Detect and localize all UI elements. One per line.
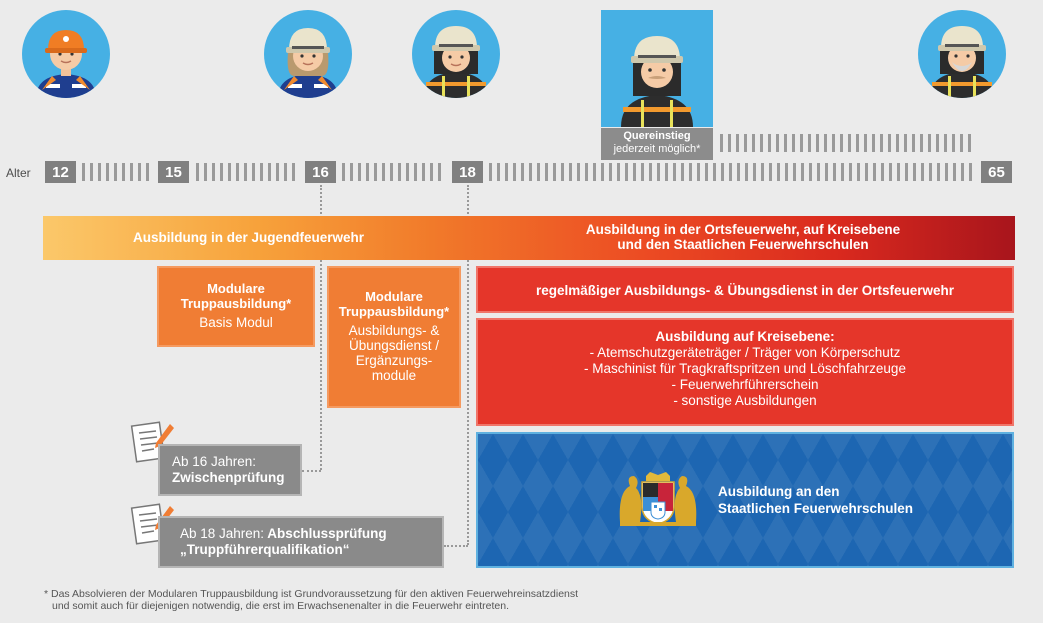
band-local-label: Ausbildung in der Ortsfeuerwehr, auf Kre… bbox=[543, 222, 943, 252]
age-marker-18: 18 bbox=[452, 161, 483, 183]
district-training-box: Ausbildung auf Kreisebene: - Atemschutzg… bbox=[476, 318, 1014, 426]
connector-16-exam bbox=[302, 470, 321, 472]
final-exam-title: Abschlussprüfung bbox=[264, 526, 387, 541]
final-exam-box: Ab 18 Jahren: Abschlussprüfung „Truppfüh… bbox=[158, 516, 444, 568]
footnote-line2: und somit auch für diejenigen notwendig,… bbox=[52, 600, 510, 612]
band-local-line2: und den Staatlichen Feuerwehrschulen bbox=[617, 237, 869, 252]
state-school-line1: Ausbildung an den bbox=[718, 484, 840, 499]
band-youth-label: Ausbildung in der Jugendfeuerwehr bbox=[133, 230, 365, 245]
lateral-entry-title: Quereinstieg bbox=[623, 130, 691, 142]
timeline-ticks-upper bbox=[720, 134, 976, 152]
youth-firefighter-avatar bbox=[264, 10, 352, 98]
module-ext-sub-4: module bbox=[371, 368, 417, 383]
interim-exam-line1: Ab 16 Jahren: bbox=[172, 454, 257, 469]
state-school-label: Ausbildung an den Staatlichen Feuerwehrs… bbox=[718, 483, 913, 517]
age-marker-15: 15 bbox=[158, 161, 189, 183]
age-marker-12: 12 bbox=[45, 161, 76, 183]
state-school-box: Ausbildung an den Staatlichen Feuerwehrs… bbox=[476, 432, 1014, 568]
district-item: - Atemschutzgeräteträger / Träger von Kö… bbox=[589, 345, 901, 360]
child-firefighter-avatar bbox=[22, 10, 110, 98]
district-training-title: Ausbildung auf Kreisebene: bbox=[655, 329, 835, 344]
state-school-line2: Staatlichen Feuerwehrschulen bbox=[718, 501, 914, 516]
footnote-line1: * Das Absolvieren der Modularen Truppaus… bbox=[44, 588, 579, 600]
regular-training-label: regelmäßiger Ausbildungs- & Übungsdienst… bbox=[535, 283, 955, 298]
timeline-ticks-18-65 bbox=[489, 163, 976, 181]
age-marker-16: 16 bbox=[305, 161, 336, 183]
module-basic-subtitle: Basis Modul bbox=[199, 315, 273, 330]
module-basic-title2: Truppausbildung* bbox=[180, 296, 292, 311]
connector-16 bbox=[320, 185, 322, 470]
age-axis-label: Alter bbox=[6, 166, 31, 180]
module-ext-sub-2: Übungsdienst / bbox=[348, 338, 440, 353]
training-band: Ausbildung in der Jugendfeuerwehr Ausbil… bbox=[43, 216, 1015, 260]
final-exam-line2: „Truppführerqualifikation“ bbox=[180, 542, 350, 557]
timeline-ticks-15-16 bbox=[196, 163, 300, 181]
district-item: - Feuerwehrführerschein bbox=[671, 377, 819, 392]
connector-18-exam bbox=[444, 545, 468, 547]
senior-firefighter-avatar bbox=[918, 10, 1006, 98]
district-item: - sonstige Ausbildungen bbox=[673, 393, 817, 408]
connector-18 bbox=[467, 185, 469, 545]
young-adult-firefighter-avatar bbox=[412, 10, 500, 98]
module-extension-box: Modulare Truppausbildung* Ausbildungs- &… bbox=[327, 266, 461, 408]
module-basic-title1: Modulare bbox=[207, 281, 265, 296]
timeline-ticks-16-18 bbox=[342, 163, 446, 181]
age-marker-65: 65 bbox=[981, 161, 1012, 183]
document-pencil-icon bbox=[130, 421, 174, 463]
final-exam-age: Ab 18 Jahren: bbox=[180, 526, 265, 541]
bavarian-coat-of-arms bbox=[619, 472, 697, 526]
district-item: - Maschinist für Tragkraftspritzen und L… bbox=[584, 361, 906, 376]
lateral-entry-subtitle: jederzeit möglich* bbox=[613, 143, 701, 155]
band-local-line1: Ausbildung in der Ortsfeuerwehr, auf Kre… bbox=[585, 222, 901, 237]
module-basic-box: Modulare Truppausbildung* Basis Modul bbox=[157, 266, 315, 347]
footnote: * Das Absolvieren der Modularen Truppaus… bbox=[44, 588, 578, 612]
interim-exam-box: Ab 16 Jahren: Zwischenprüfung bbox=[158, 444, 302, 496]
final-exam-line1: Ab 18 Jahren: Abschlussprüfung bbox=[180, 526, 442, 542]
interim-exam-line2: Zwischenprüfung bbox=[172, 470, 285, 485]
module-ext-sub-1: Ausbildungs- & bbox=[348, 323, 440, 338]
module-ext-sub-3: Ergänzungs- bbox=[355, 353, 433, 368]
adult-firefighter-avatar bbox=[601, 10, 713, 127]
timeline-ticks-12-15 bbox=[82, 163, 154, 181]
lateral-entry-label: Quereinstieg jederzeit möglich* bbox=[601, 128, 713, 160]
module-ext-title2: Truppausbildung* bbox=[338, 304, 450, 319]
regular-training-box: regelmäßiger Ausbildungs- & Übungsdienst… bbox=[476, 266, 1014, 313]
module-ext-title1: Modulare bbox=[365, 289, 423, 304]
